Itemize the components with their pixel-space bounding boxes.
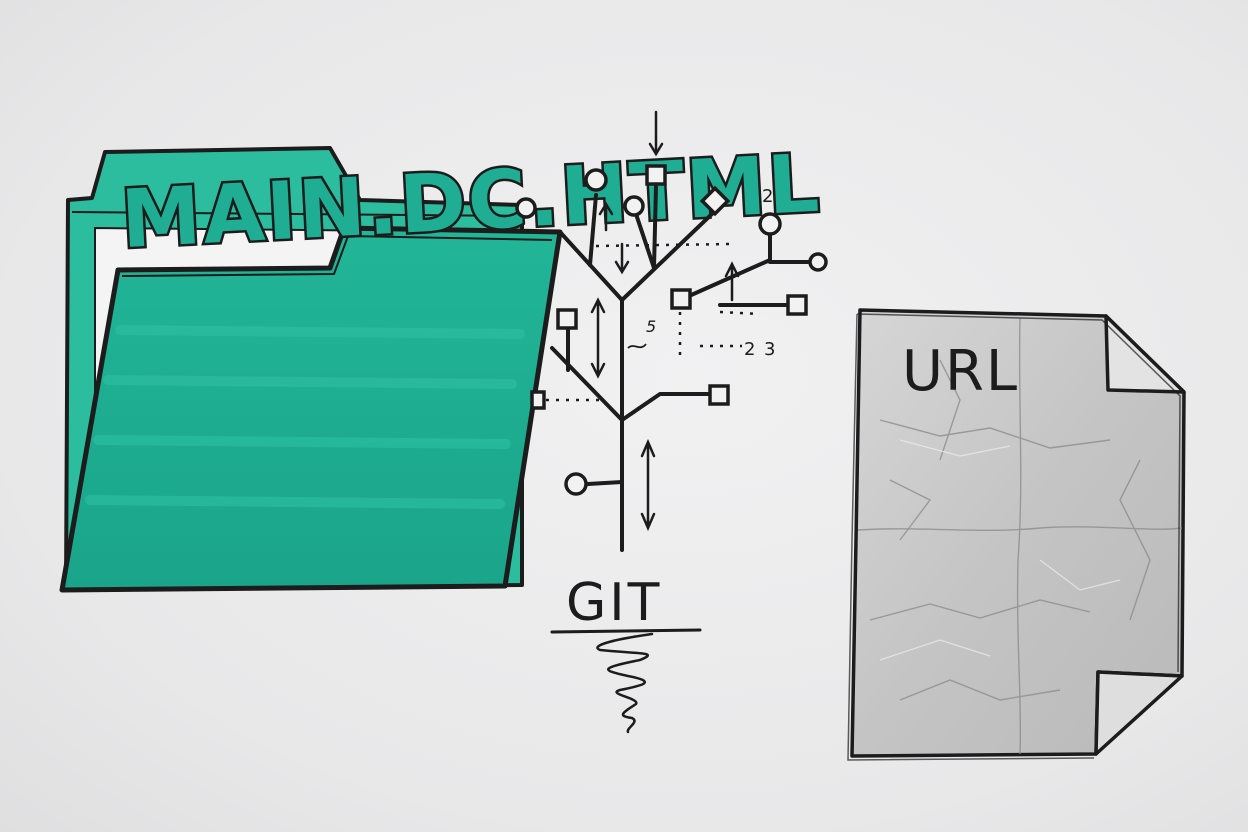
tree-branch (588, 193, 598, 267)
tree-branch (550, 346, 624, 422)
git-underline (550, 628, 702, 634)
double-arrow-icon (640, 438, 656, 532)
dotted-connectors (546, 242, 761, 402)
tree-branch (620, 392, 720, 422)
tree-branch (620, 210, 716, 302)
tree-annotations: 2 5 2 3 (627, 186, 775, 360)
git-nodes (515, 164, 828, 496)
commit-node (708, 384, 730, 406)
annotation-label: 5 (646, 317, 656, 336)
document-label: URL (902, 339, 1019, 404)
git-label: GIT (566, 573, 662, 633)
arrow-up-icon (724, 261, 740, 302)
tree-branch (586, 480, 624, 486)
document-fold-bottom (1094, 670, 1184, 756)
annotation-label: 3 (764, 339, 775, 360)
arrow-down-icon (648, 110, 664, 157)
commit-node (556, 308, 578, 330)
commit-node (564, 472, 588, 496)
commit-node (758, 212, 782, 236)
arrow-up-icon (598, 201, 614, 232)
commit-node (699, 185, 731, 217)
commit-node (786, 294, 808, 316)
commit-node (584, 168, 608, 192)
commit-node (645, 164, 667, 186)
tree-branch (652, 184, 658, 270)
git-tree (550, 184, 814, 734)
annotation-label: 2 (744, 339, 755, 360)
tree-branch (634, 212, 656, 270)
tree-branch (678, 226, 772, 302)
commit-node (808, 252, 828, 272)
folder-front-panel (59, 225, 563, 593)
commit-node (670, 288, 692, 310)
commit-node (530, 390, 546, 410)
document-fold-top (1104, 314, 1186, 394)
arrows (590, 110, 740, 532)
folder-icon (59, 146, 563, 593)
commit-node (623, 195, 645, 217)
document-icon: URL (847, 308, 1186, 761)
arrow-down-icon (614, 242, 630, 275)
annotation-label: 2 (762, 186, 773, 207)
commit-node (515, 197, 537, 219)
double-arrow-icon (590, 297, 606, 379)
root-squiggle (596, 632, 654, 734)
